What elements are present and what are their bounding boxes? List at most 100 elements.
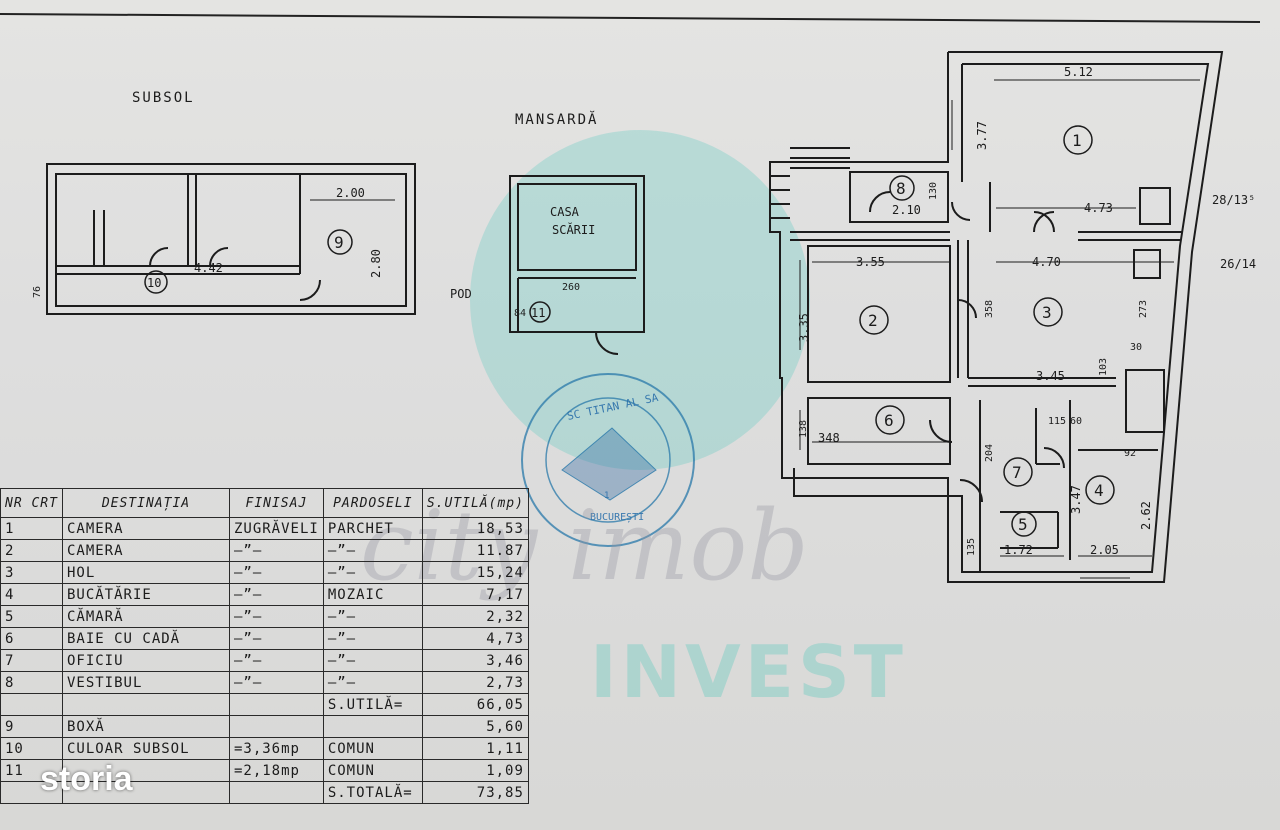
room-number-9: 9: [334, 233, 344, 252]
room-number-10: 10: [147, 276, 161, 290]
cell-destinatia: HOL: [61, 561, 230, 584]
cell-finisaj: —”—: [228, 627, 324, 650]
dim-103: 103: [1098, 358, 1109, 376]
table-header-row: NR CRT DESTINAȚIA FINISAJ PARDOSELI S.UT…: [0, 488, 529, 518]
cell-nr: 7: [0, 649, 63, 672]
cell-finisaj: =3,36mp: [228, 737, 324, 760]
dim-335: 3.35: [797, 313, 811, 342]
cell-destinatia: CULOAR SUBSOL: [61, 737, 230, 760]
cell-pardoseli: —”—: [322, 649, 423, 672]
dim-115: 115: [1048, 416, 1066, 427]
cell-pardoseli: —”—: [322, 671, 423, 694]
dim-mansarda-260: 260: [562, 282, 580, 293]
dim-470: 4.70: [1032, 255, 1061, 269]
cell-destinatia: VESTIBUL: [61, 671, 230, 694]
table-row: S.TOTALĂ=73,85: [0, 781, 529, 804]
casa-label-2: SCĂRII: [552, 222, 595, 237]
room-table: NR CRT DESTINAȚIA FINISAJ PARDOSELI S.UT…: [0, 488, 529, 804]
mansarda-title: MANSARDĂ: [515, 110, 598, 128]
dim-2813: 28/13⁵: [1212, 193, 1255, 207]
dim-273: 273: [1138, 300, 1149, 318]
dim-subsol-200: 2.00: [336, 186, 365, 200]
apartment-plan: [769, 51, 1224, 583]
cell-finisaj: [228, 693, 324, 716]
dim-60: 60: [1070, 416, 1082, 427]
cell-nr: 5: [0, 605, 63, 628]
cell-destinatia: [61, 693, 230, 716]
cell-nr: 1: [0, 517, 63, 540]
dim-subsol-280: 2.80: [369, 249, 383, 278]
cell-finisaj: —”—: [228, 583, 324, 606]
subsol-title: SUBSOL: [132, 90, 195, 106]
cell-destinatia: CAMERA: [61, 539, 230, 562]
casa-label-1: CASA: [550, 205, 580, 219]
header-pardoseli: PARDOSELI: [322, 488, 423, 518]
mansarda-plan: [509, 175, 645, 355]
stamp-number: 1: [604, 491, 609, 501]
table-row: S.UTILĂ=66,05: [0, 693, 529, 716]
cell-pardoseli: —”—: [322, 561, 423, 584]
cell-sutila: 73,85: [421, 781, 529, 804]
cell-pardoseli: S.UTILĂ=: [322, 693, 423, 716]
dim-512: 5.12: [1064, 65, 1093, 79]
dim-138: 138: [798, 420, 809, 438]
cell-finisaj: [228, 715, 324, 738]
cell-sutila: 66,05: [421, 693, 529, 716]
cell-finisaj: ZUGRĂVELI: [228, 517, 324, 540]
dim-348: 348: [818, 431, 840, 445]
dim-473: 4.73: [1084, 201, 1113, 215]
cell-nr: 10: [0, 737, 63, 760]
dim-205: 2.05: [1090, 543, 1119, 557]
cell-sutila: 1,11: [421, 737, 529, 760]
cell-sutila: 7,17: [421, 583, 529, 606]
cell-sutila: 4,73: [421, 627, 529, 650]
room-number-3: 3: [1042, 303, 1052, 322]
header-destinatia: DESTINAȚIA: [61, 488, 230, 518]
pod-label: POD: [450, 287, 472, 301]
dim-92: 92: [1124, 448, 1136, 459]
cell-finisaj: —”—: [228, 539, 324, 562]
cell-finisaj: =2,18mp: [228, 759, 324, 782]
dim-30: 30: [1130, 342, 1142, 353]
dim-204: 204: [984, 444, 995, 462]
cell-pardoseli: MOZAIC: [322, 583, 423, 606]
storia-logo: storia: [40, 760, 133, 798]
watermark-invest: INVEST: [590, 630, 907, 714]
cell-finisaj: —”—: [228, 649, 324, 672]
dim-172: 1.72: [1004, 543, 1033, 557]
stamp-city: BUCUREȘTI: [590, 512, 644, 523]
cell-destinatia: OFICIU: [61, 649, 230, 672]
cell-nr: 4: [0, 583, 63, 606]
dim-345: 3.45: [1036, 369, 1065, 383]
room-number-6: 6: [884, 411, 894, 430]
watermark-circle: [470, 130, 810, 470]
cell-nr: [0, 693, 63, 716]
cell-pardoseli: COMUN: [322, 759, 423, 782]
cell-pardoseli: COMUN: [322, 737, 423, 760]
cell-destinatia: CAMERA: [61, 517, 230, 540]
dim-mansarda-84: 84: [514, 308, 526, 319]
dim-130: 130: [928, 182, 939, 200]
cell-destinatia: BUCĂTĂRIE: [61, 583, 230, 606]
cell-sutila: 3,46: [421, 649, 529, 672]
cell-sutila: 5,60: [421, 715, 529, 738]
room-number-4: 4: [1094, 481, 1104, 500]
cell-pardoseli: PARCHET: [322, 517, 423, 540]
dim-subsol-76: 76: [32, 286, 43, 298]
cell-sutila: 15,24: [421, 561, 529, 584]
dim-377: 3.77: [975, 121, 989, 150]
room-number-5: 5: [1018, 515, 1028, 534]
cell-sutila: 2,32: [421, 605, 529, 628]
room-number-11: 11: [531, 306, 545, 320]
header-finisaj: FINISAJ: [228, 488, 324, 518]
cell-pardoseli: —”—: [322, 627, 423, 650]
dim-2614: 26/14: [1220, 257, 1256, 271]
dim-subsol-442: 4.42: [194, 261, 223, 275]
